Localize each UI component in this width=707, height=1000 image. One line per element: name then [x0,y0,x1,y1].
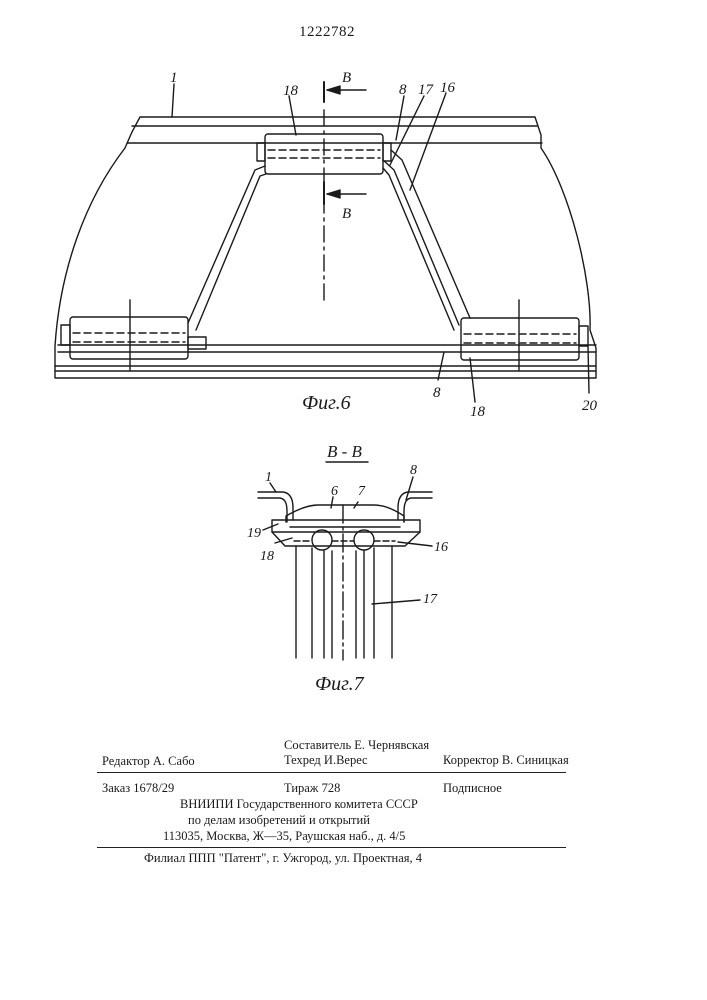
corrector-line: Корректор В. Синицкая [443,753,569,768]
fig6-label-18-bottom: 18 [470,404,486,420]
fig6-label-20: 20 [582,398,598,414]
imprint-divider-1 [97,772,566,773]
org-line-2: по делам изобретений и открытий [188,813,370,828]
order-line: Заказ 1678/29 [102,781,174,796]
section-mark-bottom: В [342,206,351,222]
fig6-label-8-top: 8 [399,82,407,98]
fig7-label-16: 16 [434,540,448,555]
subscription-line: Подписное [443,781,502,796]
fig7-label-6: 6 [331,484,338,499]
fig7-label-7: 7 [358,484,366,499]
editor-line: Редактор А. Сабо [102,754,195,769]
fig7-section-title: В - В [327,442,363,461]
fig7-label-19: 19 [247,526,261,541]
org-line-3: 113035, Москва, Ж—35, Раушская наб., д. … [163,829,405,844]
fig6-label-1: 1 [170,70,178,86]
fig7-label-8: 8 [410,463,417,478]
circulation-line: Тираж 728 [284,781,340,796]
fig6-label-17: 17 [418,82,435,98]
org-line-1: ВНИИПИ Государственного комитета СССР [180,797,418,812]
fig7-label-17: 17 [423,592,438,607]
figure6-drawing [55,82,596,402]
figure7-drawing [258,462,432,660]
imprint-divider-2 [97,847,566,848]
section-mark-top: В [342,70,351,86]
branch-line: Филиал ППП "Патент", г. Ужгород, ул. Про… [144,851,422,866]
fig7-label-18: 18 [260,549,274,564]
techred-line: Техред И.Верес [284,753,368,768]
fig6-caption: Фиг.6 [302,392,351,414]
fig6-label-8-bottom: 8 [433,385,441,401]
fig7-label-1: 1 [265,470,272,485]
fig6-label-16: 16 [440,80,456,96]
compiler-line: Составитель Е. Чернявская [284,738,429,753]
fig6-label-18-top: 18 [283,83,299,99]
fig7-caption: Фиг.7 [315,673,365,695]
